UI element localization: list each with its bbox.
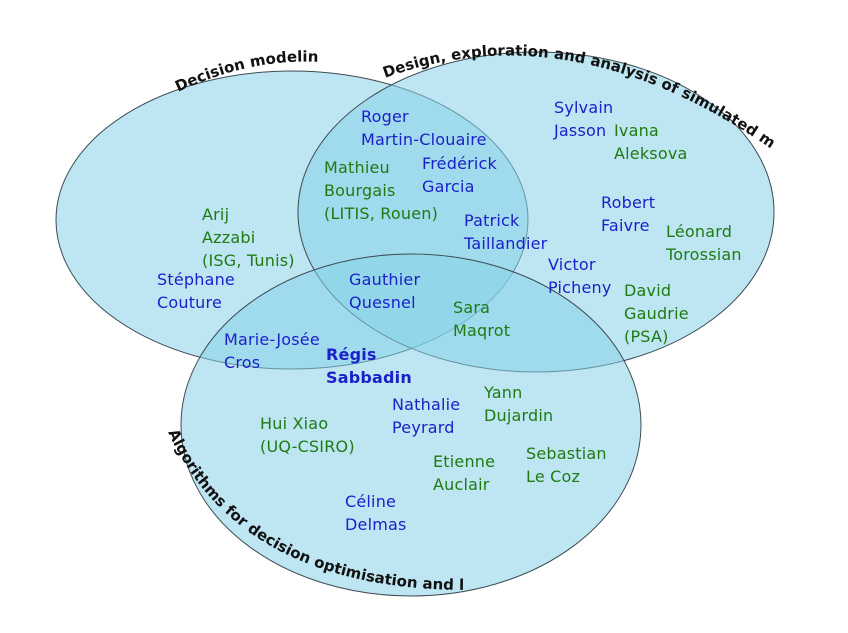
member-yann: Yann Dujardin [484, 383, 554, 425]
member-sebastian: Sebastian Le Coz [526, 444, 607, 486]
member-robert: Robert Faivre [601, 193, 656, 235]
member-leonard: Léonard Torossian [666, 222, 742, 264]
member-patrick: Patrick Taillandier [464, 211, 548, 253]
member-celine: Céline Delmas [345, 492, 407, 534]
member-sara: Sara Maqrot [453, 298, 511, 340]
member-stephane: Stéphane Couture [157, 270, 235, 312]
member-mathieu: Mathieu Bourgais (LITIS, Rouen) [324, 158, 439, 223]
member-etienne: Etienne Auclair [433, 452, 496, 494]
member-ivana: Ivana Aleksova [614, 121, 688, 163]
member-regis: Régis Sabbadin [326, 345, 412, 387]
member-roger: Roger Martin-Clouaire [361, 107, 487, 149]
member-sylvain: Sylvain Jasson [554, 98, 614, 140]
member-hui: Hui Xiao (UQ-CSIRO) [260, 414, 355, 456]
member-marie: Marie-Josée Cros [224, 330, 320, 372]
member-victor: Victor Picheny [548, 255, 612, 297]
member-david: David Gaudrie (PSA) [624, 281, 689, 346]
member-gauthier: Gauthier Quesnel [349, 270, 421, 312]
member-nathalie: Nathalie Peyrard [392, 395, 461, 437]
member-arij: Arij Azzabi (ISG, Tunis) [202, 205, 295, 270]
algorithms-set [180, 253, 642, 597]
member-frederick: Frédérick Garcia [422, 154, 497, 196]
